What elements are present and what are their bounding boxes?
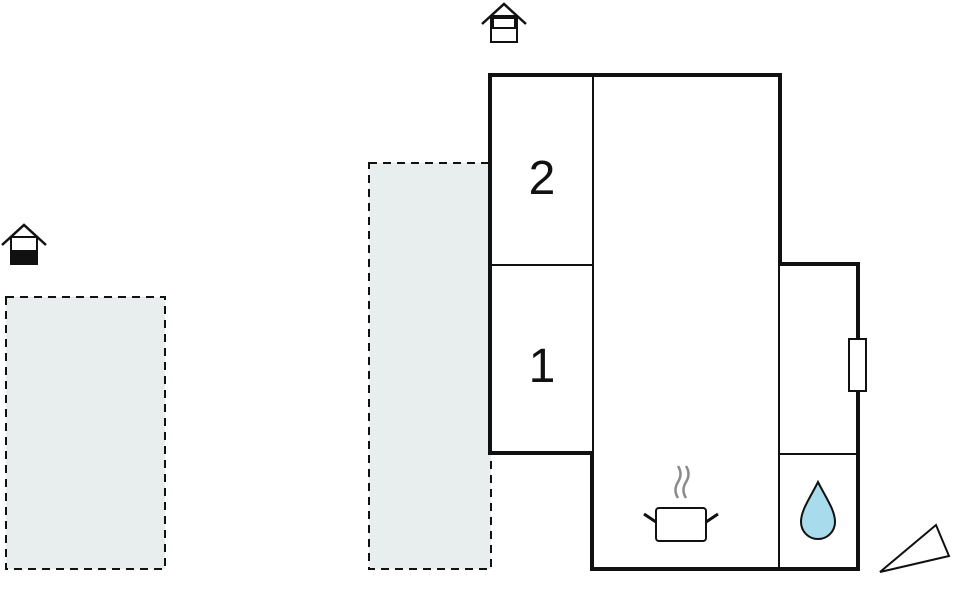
room-2-label: 2: [529, 152, 556, 205]
house-icon: [1, 223, 47, 265]
water-drop-icon: [799, 479, 837, 540]
terrace-middle: [368, 162, 492, 570]
room-1-label: 1: [529, 340, 556, 393]
window-icon: [848, 338, 867, 392]
house-icon: [481, 2, 527, 43]
compass-arrow-icon: [879, 523, 951, 573]
terrace-left: [5, 296, 166, 570]
house-outer-wall: [488, 73, 860, 571]
cooking-pot-icon: [643, 465, 719, 542]
